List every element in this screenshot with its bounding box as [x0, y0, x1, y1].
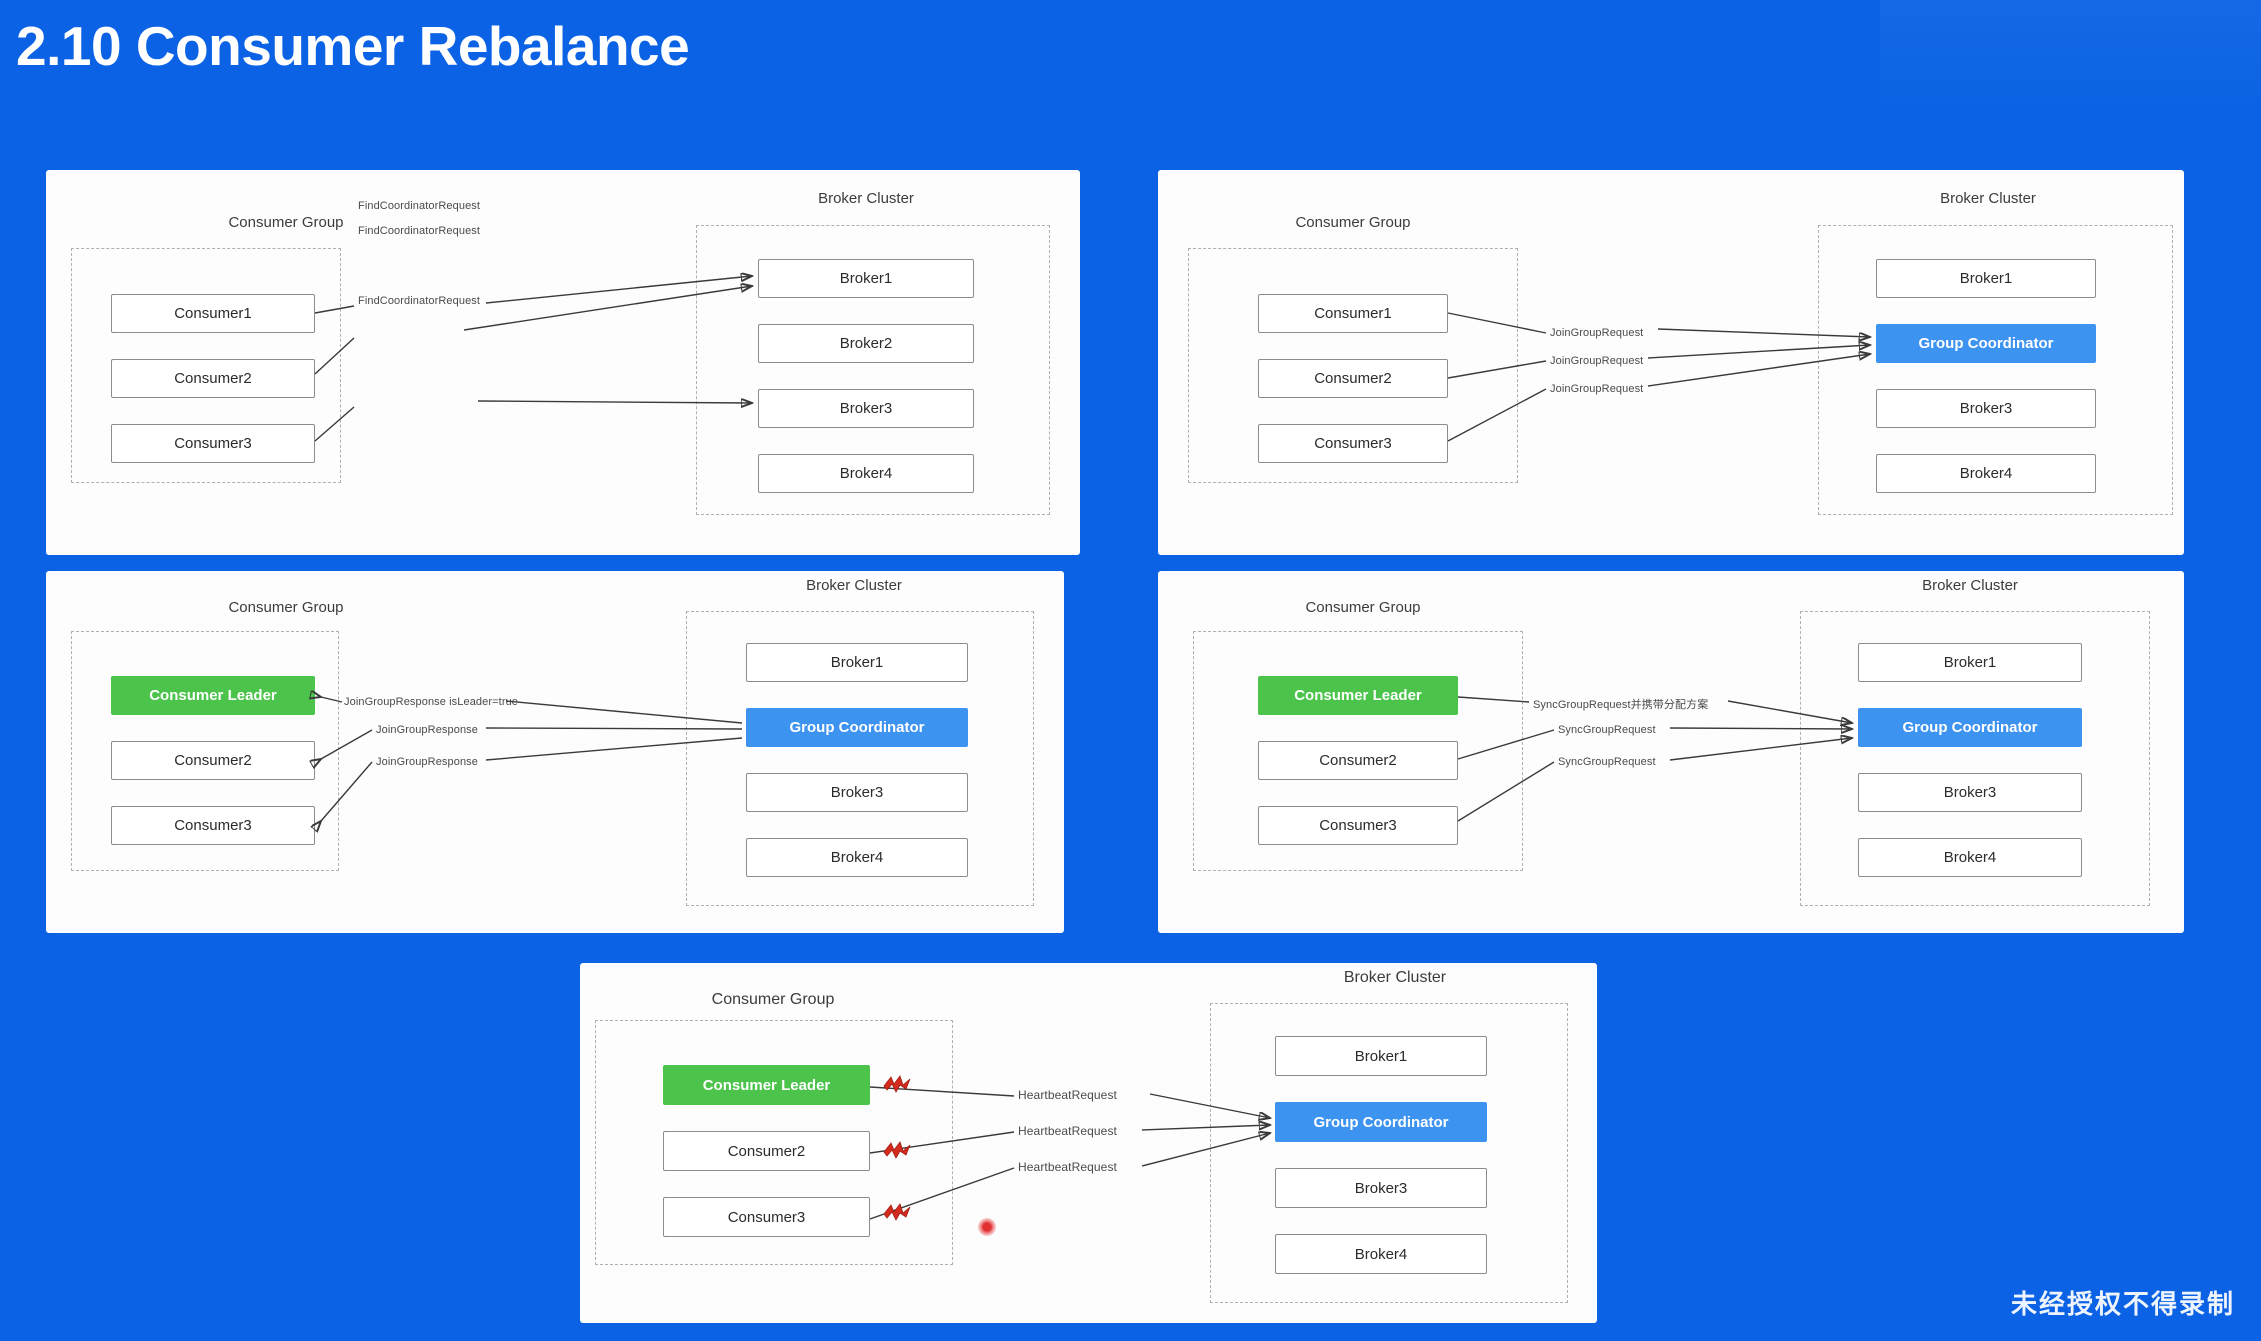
lightning-bolt-icon	[883, 1141, 911, 1159]
broker-node[interactable]: Broker3	[1876, 389, 2096, 428]
consumer-group-zone	[1193, 631, 1523, 871]
consumer-group-title: Consumer Group	[711, 991, 835, 1008]
edge-label: SyncGroupRequest	[1558, 756, 1656, 768]
connector-arrows	[869, 1086, 1597, 1220]
edge-label: HeartbeatRequest	[1018, 1124, 1117, 1138]
consumer-node[interactable]: Consumer2	[111, 741, 315, 780]
edge-label: JoinGroupRequest	[1550, 355, 1644, 367]
cursor-pointer	[978, 1218, 996, 1236]
consumer-node[interactable]: Consumer2	[1258, 741, 1458, 780]
edge-label: HeartbeatRequest	[1018, 1160, 1117, 1174]
broker-cluster-title: Broker Cluster	[1940, 190, 2036, 207]
panel-find-coordinator: Consumer Group Broker Cluster Consumer1 …	[46, 170, 1080, 555]
consumer-node[interactable]: Consumer2	[663, 1131, 870, 1171]
consumer-node[interactable]: Consumer3	[111, 424, 315, 463]
broker-cluster-title: Broker Cluster	[818, 190, 914, 207]
edge-label: JoinGroupResponse	[376, 756, 478, 768]
connector-arrows	[1457, 696, 2184, 822]
broker-node[interactable]: Broker4	[1876, 454, 2096, 493]
edge-label: JoinGroupResponse isLeader=true	[344, 696, 519, 708]
panel-heartbeat-request: Consumer Group Broker Cluster Consumer L…	[580, 963, 1597, 1323]
consumer-group-title: Consumer Group	[228, 599, 344, 616]
broker-cluster-zone	[696, 225, 1050, 515]
broker-node[interactable]: Broker3	[1858, 773, 2082, 812]
broker-node[interactable]: Broker4	[758, 454, 974, 493]
consumer-node[interactable]: Consumer3	[1258, 424, 1448, 463]
consumer-node[interactable]: Consumer3	[111, 806, 315, 845]
page-title: 2.10 Consumer Rebalance	[16, 15, 690, 77]
broker-cluster-title: Broker Cluster	[1343, 969, 1447, 986]
edge-label: HeartbeatRequest	[1018, 1088, 1117, 1102]
broker-node[interactable]: Broker3	[1275, 1168, 1487, 1208]
edge-label: SyncGroupRequest	[1558, 724, 1656, 736]
background-glow	[1880, 0, 2261, 110]
lightning-bolt-icon	[883, 1075, 911, 1093]
broker-cluster-title: Broker Cluster	[806, 577, 902, 594]
connector-arrows	[1447, 312, 2184, 442]
consumer-group-title: Consumer Group	[1295, 214, 1411, 231]
broker-node[interactable]: Broker1	[758, 259, 974, 298]
group-coordinator-node[interactable]: Group Coordinator	[1275, 1102, 1487, 1142]
consumer-node[interactable]: Consumer3	[663, 1197, 870, 1237]
connector-arrows	[46, 571, 743, 933]
broker-node[interactable]: Broker1	[1876, 259, 2096, 298]
group-coordinator-node[interactable]: Group Coordinator	[746, 708, 968, 747]
consumer-group-title: Consumer Group	[1305, 599, 1421, 616]
panel-join-group-response: Consumer Group Broker Cluster Consumer L…	[46, 571, 1064, 933]
consumer-node[interactable]: Consumer1	[1258, 294, 1448, 333]
consumer-leader-node[interactable]: Consumer Leader	[663, 1065, 870, 1105]
edge-label: SyncGroupRequest并携带分配方案	[1533, 699, 1709, 711]
broker-node[interactable]: Broker3	[746, 773, 968, 812]
broker-cluster-zone	[1210, 1003, 1568, 1303]
consumer-leader-node[interactable]: Consumer Leader	[1258, 676, 1458, 715]
panel-join-group-request: Consumer Group Broker Cluster Consumer1 …	[1158, 170, 2184, 555]
lightning-bolt-icon	[883, 1203, 911, 1221]
broker-node[interactable]: Broker4	[1858, 838, 2082, 877]
watermark-text: 未经授权不得录制	[2010, 1289, 2235, 1319]
consumer-group-title: Consumer Group	[228, 214, 344, 231]
edge-label: JoinGroupResponse	[376, 724, 478, 736]
broker-cluster-title: Broker Cluster	[1922, 577, 2018, 594]
consumer-group-zone	[71, 248, 341, 483]
consumer-leader-node[interactable]: Consumer Leader	[111, 676, 315, 715]
connector-arrows	[314, 170, 1080, 442]
panel-sync-group-request: Consumer Group Broker Cluster Consumer L…	[1158, 571, 2184, 933]
broker-cluster-zone	[1818, 225, 2173, 515]
edge-label: JoinGroupRequest	[1550, 327, 1644, 339]
group-coordinator-node[interactable]: Group Coordinator	[1858, 708, 2082, 747]
consumer-node[interactable]: Consumer2	[111, 359, 315, 398]
consumer-group-zone	[595, 1020, 953, 1265]
group-coordinator-node[interactable]: Group Coordinator	[1876, 324, 2096, 363]
consumer-node[interactable]: Consumer3	[1258, 806, 1458, 845]
broker-cluster-zone	[1800, 611, 2150, 906]
consumer-node[interactable]: Consumer2	[1258, 359, 1448, 398]
broker-node[interactable]: Broker1	[1858, 643, 2082, 682]
broker-node[interactable]: Broker2	[758, 324, 974, 363]
edge-label: JoinGroupRequest	[1550, 383, 1644, 395]
edge-label: FindCoordinatorRequest	[358, 225, 481, 237]
consumer-node[interactable]: Consumer1	[111, 294, 315, 333]
broker-node[interactable]: Broker1	[1275, 1036, 1487, 1076]
edge-label: FindCoordinatorRequest	[358, 295, 481, 307]
broker-node[interactable]: Broker3	[758, 389, 974, 428]
consumer-group-zone	[71, 631, 339, 871]
broker-cluster-zone	[686, 611, 1034, 906]
broker-node[interactable]: Broker4	[1275, 1234, 1487, 1274]
edge-label: FindCoordinatorRequest	[358, 200, 481, 212]
broker-node[interactable]: Broker1	[746, 643, 968, 682]
broker-node[interactable]: Broker4	[746, 838, 968, 877]
